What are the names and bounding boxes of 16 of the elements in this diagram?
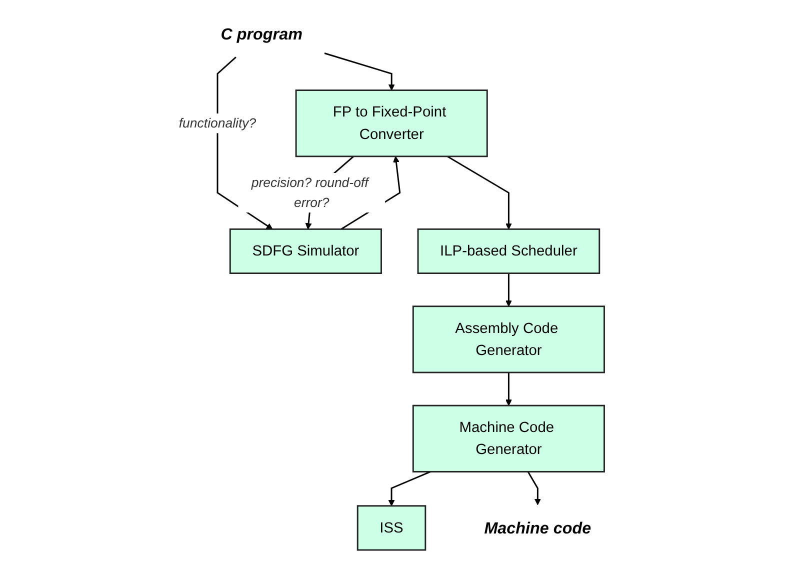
node-box: ILP-based Scheduler (417, 228, 600, 274)
node-box: Machine Code Generator (412, 404, 605, 472)
node-box: Assembly Code Generator (412, 306, 605, 374)
arrow (527, 471, 541, 506)
node-text: C program (220, 24, 302, 44)
arrow (505, 273, 512, 307)
edge-label: precision? round-off error? (251, 175, 368, 210)
node-text: Machine code (484, 518, 592, 538)
node-box: FP to Fixed-Point Converter (295, 90, 488, 158)
arrow (324, 52, 395, 91)
arrow (388, 471, 431, 506)
arrow (446, 156, 512, 230)
edge-label: functionality? (178, 116, 256, 130)
node-box: SDFG Simulator (229, 228, 382, 274)
node-box: ISS (356, 505, 426, 551)
arrow (505, 372, 512, 406)
